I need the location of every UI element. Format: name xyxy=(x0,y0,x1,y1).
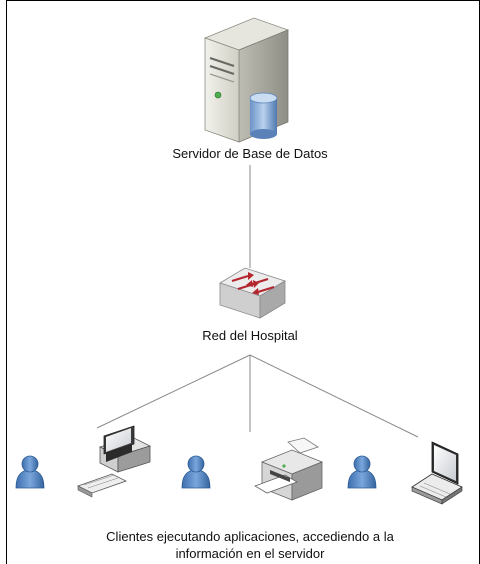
clients-label-line-1: Clientes ejecutando aplicaciones, accedi… xyxy=(106,529,394,544)
network-switch-icon xyxy=(219,267,286,319)
clients-label: Clientes ejecutando aplicaciones, accedi… xyxy=(60,528,440,562)
network-label: Red del Hospital xyxy=(202,328,298,343)
server-database-icon xyxy=(203,17,290,143)
switch-to-laptop-line xyxy=(249,354,419,438)
database-cylinder-icon xyxy=(249,92,278,139)
user-icon xyxy=(347,455,377,489)
user-icon xyxy=(181,455,211,489)
laptop-icon xyxy=(411,441,463,505)
user-icon xyxy=(15,455,45,489)
switch-to-desktop-line xyxy=(96,354,251,429)
server-label: Servidor de Base de Datos xyxy=(172,146,328,161)
clients-label-line-2: información en el servidor xyxy=(175,546,325,561)
printer-icon xyxy=(254,437,324,501)
desktop-computer-icon xyxy=(76,425,152,498)
connection-lines xyxy=(96,165,419,438)
